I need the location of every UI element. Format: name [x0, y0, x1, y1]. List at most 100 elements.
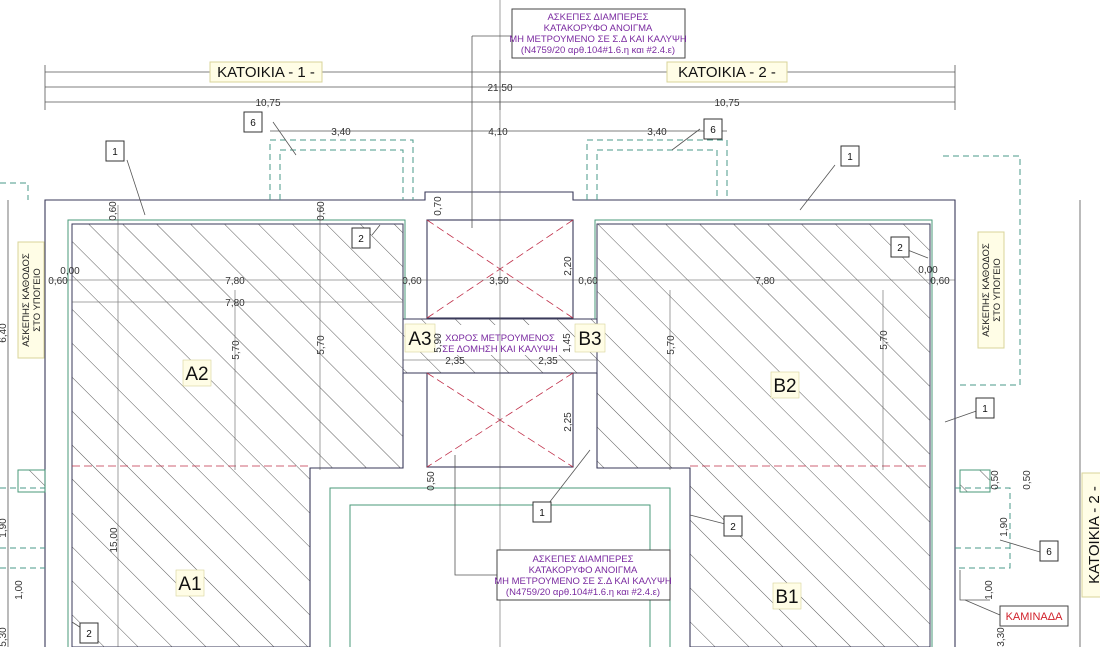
- dimension-label: 0,00: [918, 265, 938, 276]
- drawing-element: [209, 61, 323, 83]
- drawing-element: 1: [982, 404, 988, 415]
- drawing-element: ΚΑΤΑΚΟΡΥΦΟ ΑΝΟΙΓΜΑ: [529, 565, 638, 576]
- dimension-label: 1,90: [0, 518, 9, 538]
- drawing-element: ΜΗ ΜΕΤΡΟΥΜΕΝΟ ΣΕ Σ.Δ ΚΑΙ ΚΑΛΥΨΗ: [494, 576, 672, 587]
- dimension-lines: [50, 0, 955, 647]
- drawing-element: [1039, 540, 1059, 562]
- stair-note-right: ΑΣΚΕΠΗΣ ΚΑΘΟΔΟΣ ΣΤΟ ΥΠΟΓΕΙΟ: [977, 231, 1005, 349]
- drawing-element: [574, 323, 606, 353]
- dimension-label: 7,80: [225, 276, 245, 287]
- house-1-title: ΚΑΤΟΙΚΙΑ - 1 -: [217, 64, 315, 81]
- dimension-label: 2,20: [563, 256, 574, 276]
- dimension-label: 4,10: [488, 127, 508, 138]
- drawing-element: [511, 8, 686, 59]
- dimension-label: 1,45: [562, 333, 573, 353]
- dimension-label: 0,60: [316, 201, 327, 221]
- dimension-label: 5,90: [433, 333, 444, 353]
- drawing-element: ΑΣΚΕΠΕΣ ΔΙΑΜΠΕΡΕΣ: [547, 12, 648, 23]
- dimension-label: 3,50: [489, 276, 509, 287]
- drawing-element: [7, 200, 1081, 647]
- house-2-title: ΚΑΤΟΙΚΙΑ - 2 -: [678, 64, 776, 81]
- dimension-label: 5,70: [316, 335, 327, 355]
- dimension-label: 3,30: [996, 627, 1007, 647]
- chimney-hatch-left: [17, 469, 46, 493]
- zone-labels: A2 A1 A3 B3 B2 B1: [175, 323, 802, 610]
- zone-a3: A3: [408, 329, 431, 350]
- drawing-element: ΑΣΚΕΠΗΣ ΚΑΘΟΔΟΣ: [21, 253, 32, 347]
- drawing-element: (Ν4759/20 αρθ.104#1.6.η και #2.4.ε): [521, 45, 675, 56]
- dimension-label: 0,50: [426, 471, 437, 491]
- drawing-element: [79, 622, 99, 644]
- drawing-element: [772, 582, 802, 610]
- drawing-element: [351, 227, 371, 249]
- chimney-label: ΚΑΜΙΝΑΔΑ: [999, 605, 1069, 627]
- drawing-element: [666, 61, 788, 83]
- dimension-label: 7,80: [755, 276, 775, 287]
- drawing-element: ΑΣΚΕΠΕΣ ΔΙΑΜΠΕΡΕΣ: [532, 554, 633, 565]
- drawing-element: ΣΤΟ ΥΠΟΓΕΙΟ: [992, 258, 1003, 322]
- dimension-label: 5,70: [231, 340, 242, 360]
- dimension-label: 0,70: [433, 196, 444, 216]
- dimension-label: 0,60: [108, 201, 119, 221]
- drawing-element: [44, 60, 956, 132]
- drawing-element: [175, 569, 205, 597]
- drawing-element: [975, 397, 995, 419]
- drawing-element: ΧΩΡΟΣ ΜΕΤΡΟΥΜΕΝΟΣ: [445, 333, 555, 344]
- drawing-element: ΚΑΜΙΝΑΔΑ: [1006, 611, 1064, 623]
- drawing-element: 6: [710, 125, 716, 136]
- dimension-label: 2,35: [538, 356, 558, 367]
- drawing-element: ΑΣΚΕΠΗΣ ΚΑΘΟΔΟΣ: [981, 243, 992, 337]
- title-house-2-side: ΚΑΤΟΙΚΙΑ - 2 -: [1081, 472, 1100, 598]
- stair-note-left: ΑΣΚΕΠΗΣ ΚΑΘΟΔΟΣ ΣΤΟ ΥΠΟΓΕΙΟ: [17, 241, 45, 359]
- drawing-element: [703, 118, 723, 140]
- drawing-element: [105, 140, 125, 162]
- callouts: 1 1 1 1 2 2 2 2 6 6 6: [79, 111, 1059, 644]
- note-bottom: ΑΣΚΕΠΕΣ ΔΙΑΜΠΕΡΕΣ ΚΑΤΑΚΟΡΥΦΟ ΑΝΟΙΓΜΑ ΜΗ …: [494, 549, 672, 601]
- drawing-element: 2: [897, 243, 903, 254]
- dimension-label: 0,00: [60, 266, 80, 277]
- dimension-label: 0,50: [1022, 470, 1033, 490]
- drawing-element: 1: [112, 147, 118, 158]
- dimension-label: 0,60: [578, 276, 598, 287]
- drawing-element: ΣΕ ΔΟΜΗΣΗ ΚΑΙ ΚΑΛΥΨΗ: [442, 344, 558, 355]
- leader-lines: [71, 35, 1041, 634]
- courtyard-wall: [309, 373, 691, 647]
- dimension-label: 7,80: [225, 298, 245, 309]
- dimension-label: 15,00: [109, 527, 120, 552]
- middle-note: ΧΩΡΟΣ ΜΕΤΡΟΥΜΕΝΟΣ ΣΕ ΔΟΜΗΣΗ ΚΑΙ ΚΑΛΥΨΗ: [442, 333, 558, 355]
- dimension-label: 5,70: [879, 330, 890, 350]
- drawing-element: [1081, 472, 1100, 598]
- drawing-element: ΚΑΤΟΙΚΙΑ - 2 -: [1086, 486, 1100, 584]
- dimension-label: 5,70: [666, 335, 677, 355]
- drawing-element: ΚΑΤΑΚΟΡΥΦΟ ΑΝΟΙΓΜΑ: [544, 23, 653, 34]
- zone-a-hatch: [71, 223, 404, 647]
- dimension-label: 0,60: [930, 276, 950, 287]
- dimension-label: 10,75: [255, 98, 280, 109]
- drawing-element: [723, 515, 743, 537]
- drawing-element: [17, 241, 45, 359]
- dimension-label: 21,50: [487, 83, 512, 94]
- drawing-element: [496, 549, 671, 601]
- drawing-element: [532, 501, 552, 523]
- dimension-label: 10,75: [714, 98, 739, 109]
- dimension-label: 1,00: [984, 580, 995, 600]
- zone-b2: B2: [773, 376, 796, 397]
- balcony-left: [269, 139, 414, 200]
- drawing-element: [182, 359, 212, 387]
- drawing-element: [977, 231, 1005, 349]
- stair-outline: [0, 155, 1021, 386]
- drawing-element: [243, 111, 263, 133]
- zone-a2: A2: [185, 364, 208, 385]
- inner-wall-left: [67, 219, 406, 647]
- drawing-element: ΣΤΟ ΥΠΟΓΕΙΟ: [32, 268, 43, 332]
- dimension-label: 0,50: [990, 470, 1001, 490]
- note-top: ΑΣΚΕΠΕΣ ΔΙΑΜΠΕΡΕΣ ΚΑΤΑΚΟΡΥΦΟ ΑΝΟΙΓΜΑ ΜΗ …: [509, 8, 687, 59]
- zone-b1: B1: [775, 587, 798, 608]
- outer-wall: [44, 191, 956, 647]
- inner-wall-right: [594, 219, 933, 647]
- title-house-2: ΚΑΤΟΙΚΙΑ - 2 -: [666, 61, 788, 83]
- title-house-1: ΚΑΤΟΙΚΙΑ - 1 -: [209, 61, 323, 83]
- balcony-right: [586, 139, 728, 200]
- chimney-hatch-right: [959, 469, 991, 493]
